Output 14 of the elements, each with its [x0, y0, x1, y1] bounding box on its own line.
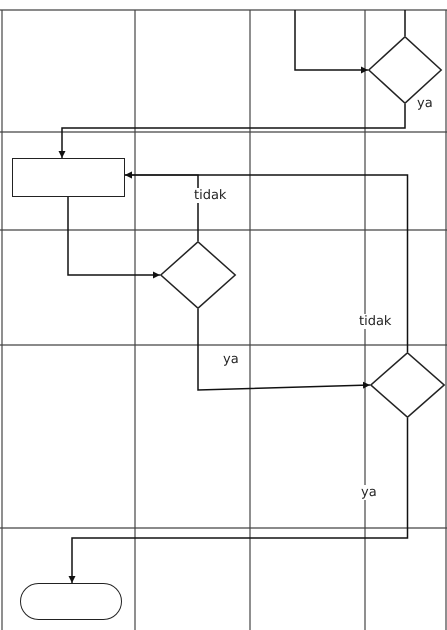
- arrow: [68, 418, 408, 583]
- connector-line: [404, 10, 406, 36]
- terminator-shape: [20, 583, 122, 620]
- arrow: [58, 104, 406, 158]
- arrow: [67, 197, 160, 278]
- edge-label: tidak: [358, 314, 392, 329]
- edge-label: tidak: [193, 188, 228, 203]
- decision-diamond: [160, 241, 236, 309]
- arrow: [197, 309, 370, 391]
- arrow: [294, 10, 368, 74]
- decision-diamond: [370, 352, 445, 418]
- edge-label: ya: [360, 485, 378, 500]
- process-box: [12, 158, 125, 197]
- arrow: [125, 172, 408, 352]
